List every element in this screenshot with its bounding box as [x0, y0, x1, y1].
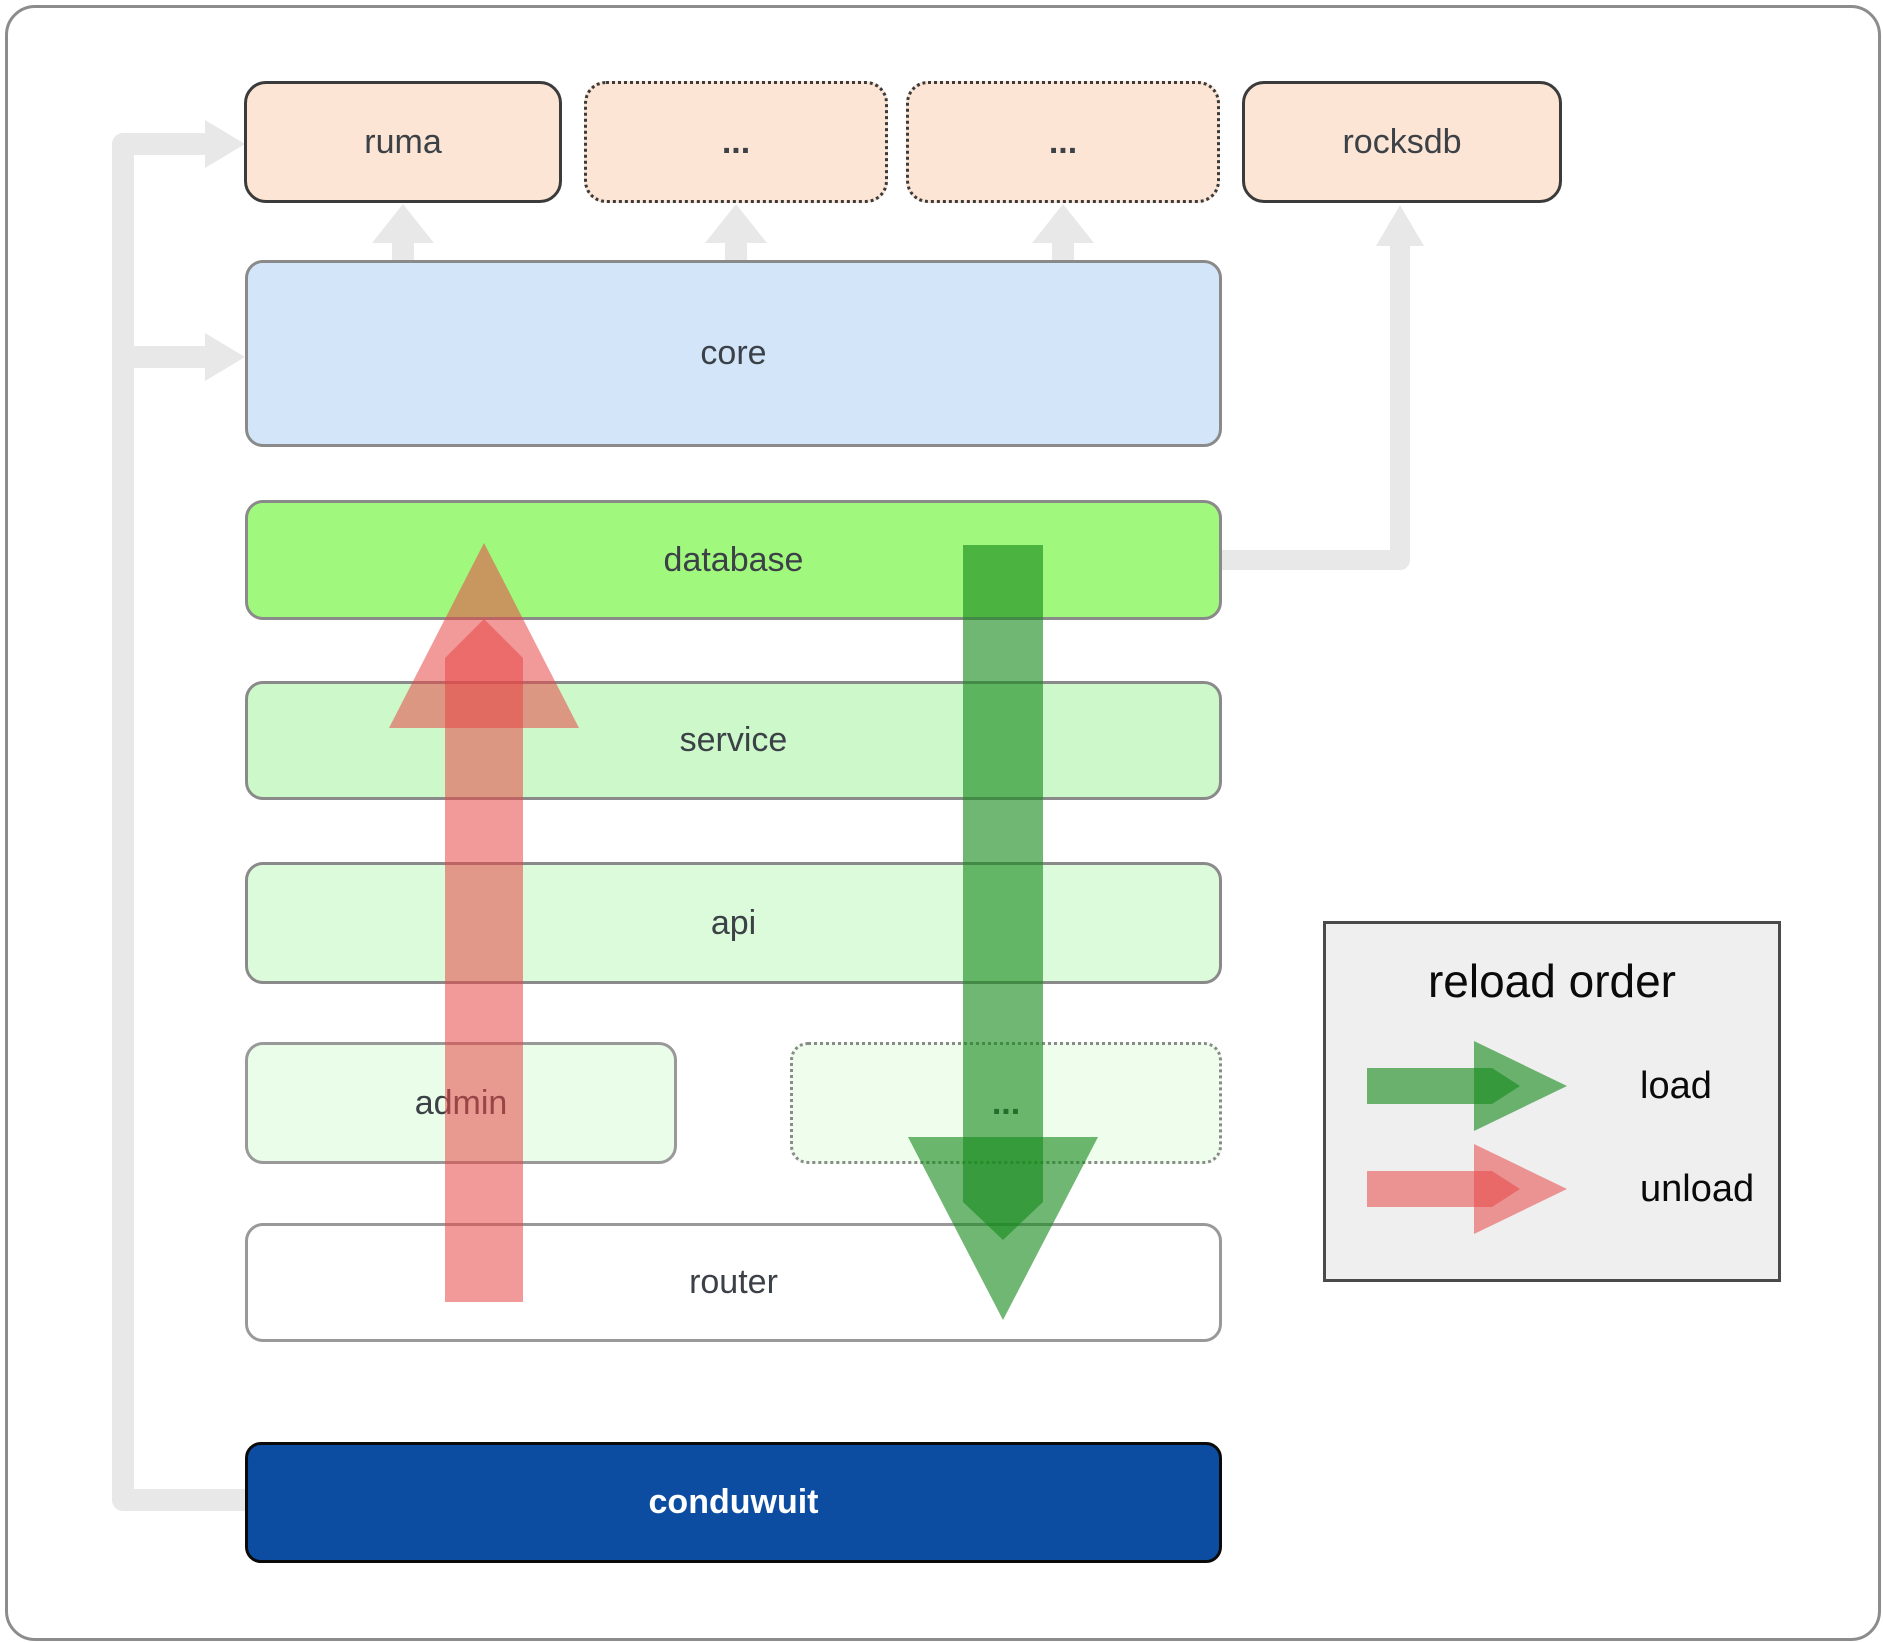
box-service: service [245, 681, 1222, 800]
box-router: router [245, 1223, 1222, 1342]
arrowhead-into-ruma [205, 120, 245, 168]
box-admin: admin [245, 1042, 677, 1164]
core-to-more1-arrowhead [705, 204, 767, 243]
load-legend-head [1474, 1041, 1567, 1131]
box-core: core [245, 260, 1222, 447]
box-api: api [245, 862, 1222, 984]
core-to-more2-arrowhead [1032, 204, 1094, 243]
unload-legend-head [1474, 1144, 1567, 1234]
box-ruma: ruma [244, 81, 562, 203]
unload-label: unload [1640, 1167, 1755, 1210]
box-crates-more-2: ... [906, 81, 1220, 203]
box-crates-more-1: ... [584, 81, 888, 203]
load-label: load [1640, 1064, 1712, 1107]
arrowhead-into-rocksdb [1376, 205, 1424, 246]
box-rocksdb: rocksdb [1242, 81, 1562, 203]
database-to-rocksdb-connector [1222, 246, 1410, 570]
legend-row-load: load [1362, 1036, 1762, 1136]
page-border [5, 5, 1881, 1641]
legend-row-unload: unload [1362, 1139, 1762, 1239]
conduwuit-to-crates-connector [112, 133, 245, 1511]
unload-arrow-icon [1367, 1144, 1567, 1234]
legend-panel: reload order load unload [1323, 921, 1781, 1282]
box-conduwuit: conduwuit [245, 1442, 1222, 1563]
core-to-ruma-arrowhead [372, 204, 434, 243]
load-arrow-icon [1367, 1041, 1567, 1131]
legend-title: reload order [1427, 955, 1677, 1007]
box-database: database [245, 500, 1222, 620]
box-services-more: ... [790, 1042, 1222, 1164]
arrowhead-into-core [205, 333, 245, 381]
